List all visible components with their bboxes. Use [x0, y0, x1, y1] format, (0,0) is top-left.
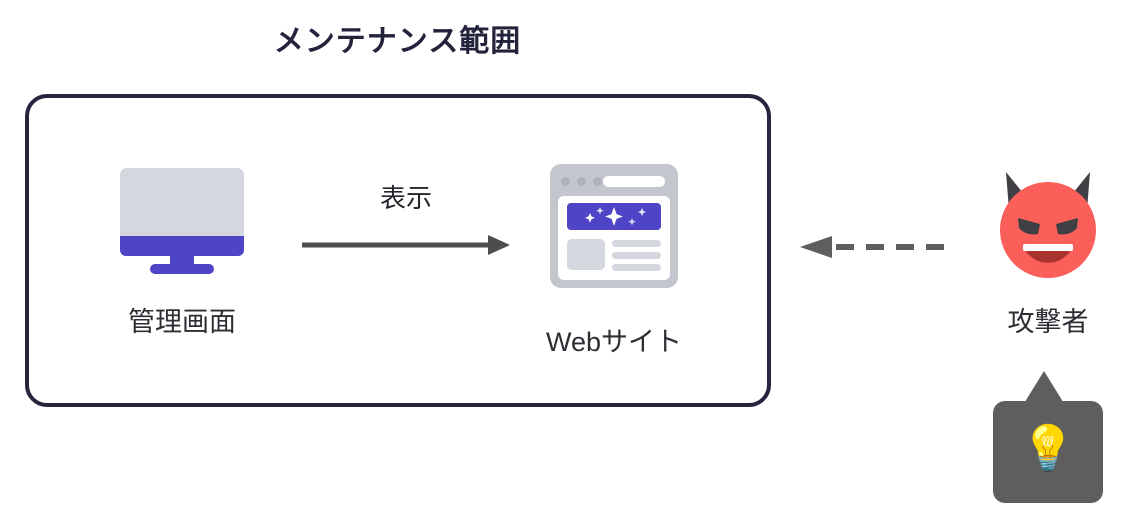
- arrow-right-icon: [302, 235, 510, 255]
- connector-attack-arrow: [800, 236, 952, 258]
- node-website: Webサイト: [528, 164, 700, 359]
- monitor-base-shape: [150, 264, 214, 274]
- bubble-body-shape: [993, 401, 1103, 503]
- browser-dot-2: [577, 177, 586, 186]
- node-attacker: 攻撃者: [963, 166, 1130, 339]
- browser-traffic-light-dots: [561, 177, 602, 186]
- node-website-label: Webサイト: [545, 327, 683, 357]
- attacker-hint-bubble[interactable]: 💡: [993, 371, 1103, 503]
- content-text-line-2: [612, 252, 661, 259]
- browser-viewport: [558, 196, 670, 280]
- node-attacker-label: 攻撃者: [1007, 307, 1089, 337]
- content-text-line-1: [612, 240, 661, 247]
- monitor-bezel-shape: [120, 236, 244, 256]
- hero-banner-shape: [567, 203, 661, 230]
- lightbulb-icon: 💡: [1020, 424, 1076, 473]
- bubble-tail-shape: [1023, 371, 1065, 405]
- browser-url-bar: [603, 176, 665, 187]
- browser-window-icon: [550, 164, 678, 288]
- content-text-line-3: [612, 264, 661, 271]
- browser-dot-1: [561, 177, 570, 186]
- sparkles-icon: [585, 207, 646, 226]
- node-admin-screen: 管理画面: [96, 168, 268, 339]
- desktop-monitor-icon: [120, 168, 244, 274]
- connector-display-arrow: 表示: [302, 178, 510, 274]
- content-image-placeholder: [567, 239, 605, 270]
- browser-dot-3: [593, 177, 602, 186]
- connector-display-label: 表示: [379, 183, 432, 213]
- arrow-left-dashed-icon: [800, 236, 952, 258]
- devil-face-glyph: [1000, 172, 1096, 278]
- devil-face-icon: [993, 166, 1103, 286]
- node-admin-screen-label: 管理画面: [128, 307, 236, 337]
- page-title: メンテナンス範囲: [273, 25, 522, 58]
